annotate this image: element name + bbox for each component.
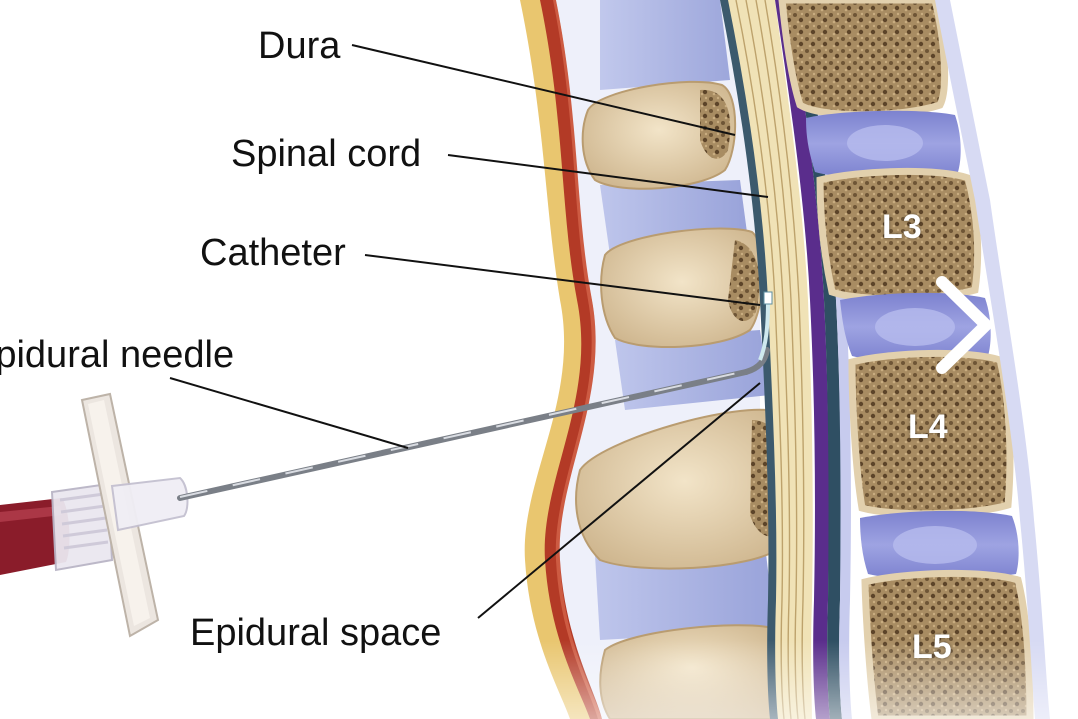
ligament-1 (600, 0, 730, 90)
label-dura: Dura (258, 25, 341, 67)
vertebra-l3 (816, 167, 982, 303)
leader-catheter (364, 254, 761, 306)
chevron-right-icon (936, 276, 992, 374)
disc-1 (806, 110, 961, 178)
label-l5: L5 (912, 628, 952, 666)
leader-dura (351, 44, 736, 136)
leader-epidural-space (477, 382, 761, 619)
leader-epidural-needle (169, 377, 409, 449)
label-epidural-space: Epidural space (190, 612, 442, 654)
disc-3 (860, 510, 1019, 580)
ligament-4 (595, 545, 775, 640)
needle-hub (80, 392, 189, 638)
label-epidural-needle: Epidural needle (0, 334, 235, 376)
spinal-cord (728, 0, 813, 719)
catheter (758, 299, 770, 361)
dura-outer (790, 0, 842, 719)
label-catheter: Catheter (200, 232, 346, 274)
bottom-fade (0, 640, 1078, 719)
syringe (0, 482, 114, 575)
catheter-tip (763, 291, 773, 305)
label-l4: L4 (908, 408, 948, 446)
disc-2 (840, 292, 991, 362)
leader-spinal-cord (447, 154, 769, 198)
muscle-highlight (553, 0, 602, 719)
epidural-needle (177, 347, 770, 501)
vertebra-upper (778, 0, 949, 119)
label-l3: L3 (882, 208, 922, 246)
next-button[interactable] (928, 270, 1008, 380)
leader-lines (169, 44, 769, 619)
spinous-process-1 (581, 80, 737, 190)
spinous-process-2 (600, 227, 764, 348)
label-spinal-cord: Spinal cord (231, 133, 422, 175)
dura-mater (775, 0, 830, 719)
